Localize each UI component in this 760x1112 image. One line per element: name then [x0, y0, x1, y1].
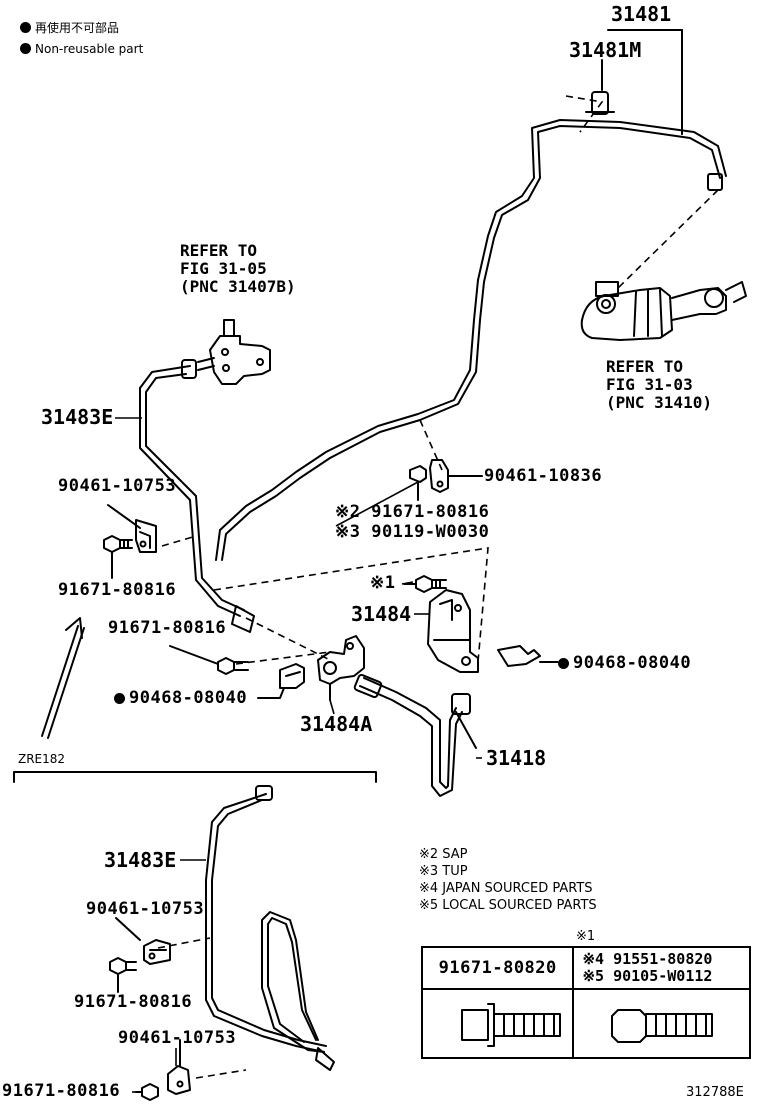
refer-label-right[interactable]: REFER TO FIG 31-03 (PNC 31410) [606, 357, 712, 412]
clip-graphic-a [107, 504, 157, 553]
label-90461-10836[interactable]: 90461-10836 [484, 466, 603, 486]
label-90468-08040-a[interactable]: 90468-08040 [114, 690, 247, 707]
clip-graphic-lower-a [115, 917, 171, 965]
bracket-graphic-31484a [317, 635, 365, 701]
table-cell-bolt-1 [420, 988, 575, 1059]
clip-graphic-right [497, 645, 559, 667]
label-mark-1[interactable]: ※1 [370, 573, 396, 593]
hose-31418 [359, 685, 463, 797]
clip-graphic-lower-b [167, 1039, 191, 1095]
label-zre182: ZRE182 [18, 752, 66, 766]
fastener-table: 91671-80820 ※4 91551-80820 ※5 90105-W011… [420, 946, 751, 1059]
pipe-31483e-upper [139, 365, 241, 617]
label-91671-80816-a[interactable]: 91671-80816 [58, 580, 177, 600]
label-31484a[interactable]: 31484A [300, 712, 373, 736]
label-91671-80816-c[interactable]: ※2 91671-80816 [335, 502, 490, 522]
label-90119-w0030[interactable]: ※3 90119-W0030 [335, 522, 490, 542]
clip-graphic-middle [409, 459, 483, 501]
table-col2-line1: ※4 91551-80820 [582, 950, 713, 968]
clip-graphic-left [257, 663, 305, 699]
table-col2-header[interactable]: ※4 91551-80820 ※5 90105-W0112 [572, 946, 751, 990]
bolt-graphic-b [169, 645, 249, 675]
refer-label-top[interactable]: REFER TO FIG 31-05 (PNC 31407B) [180, 241, 296, 296]
label-31483e-lower[interactable]: 31483E [104, 848, 177, 872]
arrow-graphic [41, 625, 79, 737]
table-col2-line2: ※5 90105-W0112 [582, 967, 713, 985]
pipe-31483e-lower [205, 793, 325, 1053]
bolt-graphic-lower-a [109, 957, 137, 993]
master-cylinder-graphic [580, 281, 747, 341]
note-2: ※3 TUP [419, 864, 468, 879]
label-31418[interactable]: 31418 [486, 746, 547, 770]
non-reusable-dot-icon [20, 43, 31, 54]
pipe-31481 [221, 125, 721, 561]
note-4: ※5 LOCAL SOURCED PARTS [419, 898, 597, 913]
label-31481[interactable]: 31481 [611, 2, 672, 26]
bolt-graphic-a [103, 535, 133, 579]
diagram-id: 312788E [686, 1085, 744, 1100]
label-31484[interactable]: 31484 [351, 602, 412, 626]
legend-ja: 再使用不可部品 [20, 22, 119, 34]
bracket-graphic-31484 [427, 589, 479, 673]
legend-en: Non-reusable part [20, 43, 143, 55]
label-91671-80816-b[interactable]: 91671-80816 [108, 618, 227, 638]
non-reusable-dot-icon [114, 693, 125, 704]
t-union-graphic [197, 319, 271, 385]
non-reusable-dot-icon [20, 22, 31, 33]
label-31481m[interactable]: 31481M [569, 38, 642, 62]
table-mark: ※1 [576, 929, 596, 944]
bolt-graphic-1 [403, 575, 447, 593]
label-91671-80816-d[interactable]: 91671-80816 [74, 992, 193, 1012]
note-1: ※2 SAP [419, 847, 468, 862]
label-90461-10753-b[interactable]: 90461-10753 [86, 899, 205, 919]
non-reusable-dot-icon [558, 658, 569, 669]
zre182-bracket [13, 771, 377, 783]
label-91671-80816-e[interactable]: 91671-80816 [2, 1081, 121, 1101]
table-cell-bolt-2 [572, 988, 751, 1059]
label-90461-10753-a[interactable]: 90461-10753 [58, 476, 177, 496]
note-3: ※4 JAPAN SOURCED PARTS [419, 881, 593, 896]
label-31483e-upper[interactable]: 31483E [41, 405, 114, 429]
table-col1-header[interactable]: 91671-80820 [420, 946, 575, 990]
label-90468-08040-b[interactable]: 90468-08040 [558, 655, 691, 672]
label-90461-10753-c[interactable]: 90461-10753 [118, 1028, 237, 1048]
